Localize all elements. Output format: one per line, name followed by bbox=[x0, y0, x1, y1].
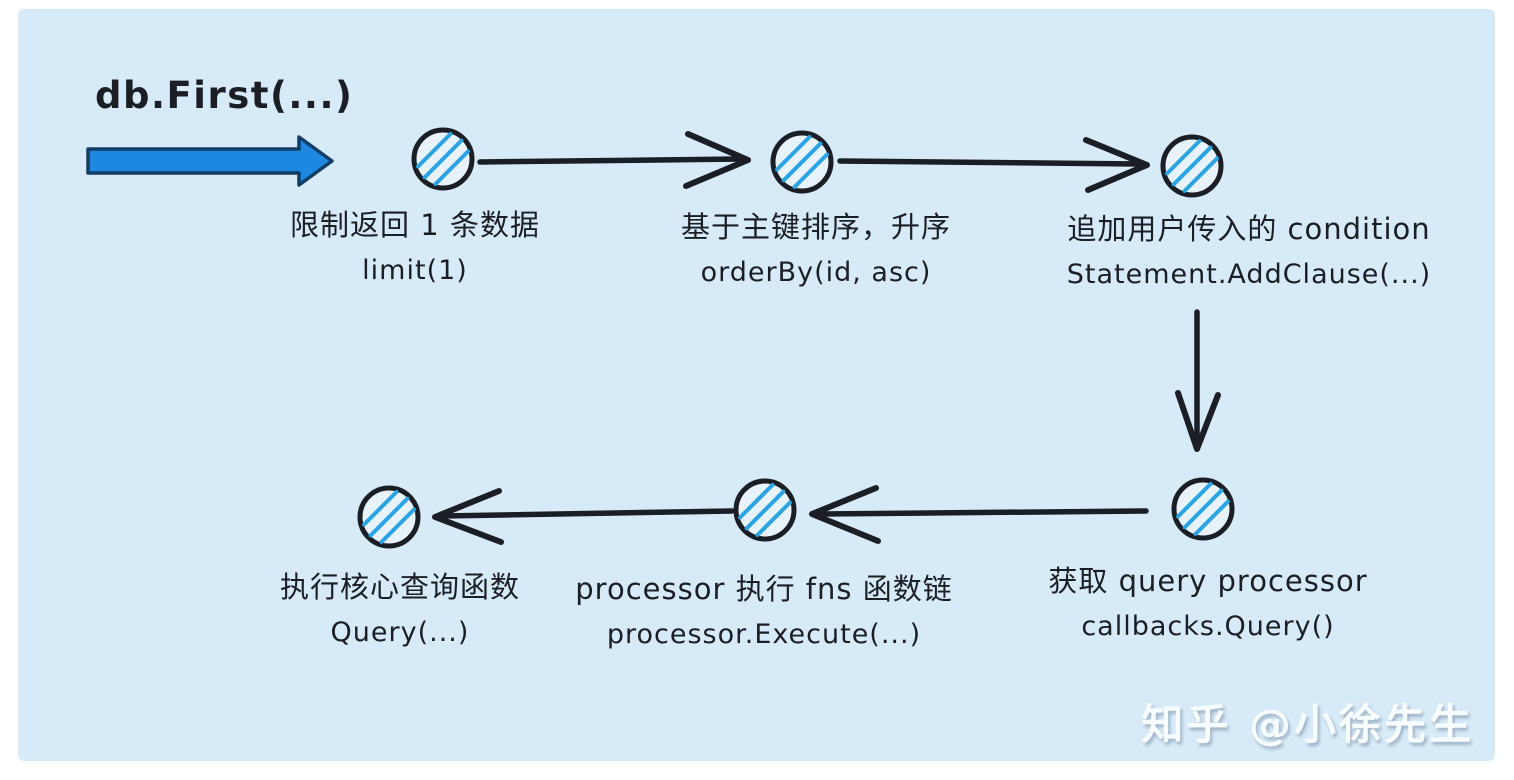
node-code-condition: Statement.AddClause(...) bbox=[1066, 259, 1432, 290]
node-code-limit: limit(1) bbox=[362, 255, 468, 286]
node-label-core-query: 执行核心查询函数 Query(...) bbox=[280, 571, 520, 648]
watermark: 知乎 @小徐先生 bbox=[1141, 700, 1474, 749]
node-desc-limit: 限制返回 1 条数据 bbox=[290, 208, 540, 242]
node-desc-core-query: 执行核心查询函数 bbox=[279, 570, 521, 604]
node-query-processor-icon bbox=[1171, 477, 1235, 541]
node-desc-query-processor: 获取 query processor bbox=[1048, 564, 1368, 598]
node-code-query-processor: callbacks.Query() bbox=[1081, 611, 1335, 642]
arrow-condition-to-processor-icon bbox=[1175, 309, 1221, 452]
node-label-orderby: 基于主键排序，升序 orderBy(id, asc) bbox=[681, 211, 951, 288]
entry-call-label: db.First(...) bbox=[95, 74, 354, 117]
entry-arrow-icon bbox=[86, 135, 334, 187]
node-label-execute: processor 执行 fns 函数链 processor.Execute(.… bbox=[575, 573, 952, 650]
arrow-orderby-to-condition-icon bbox=[837, 137, 1150, 193]
node-execute-icon bbox=[733, 478, 797, 542]
node-condition-icon bbox=[1160, 134, 1224, 198]
node-core-query-icon bbox=[357, 485, 421, 549]
node-label-limit: 限制返回 1 条数据 limit(1) bbox=[290, 209, 540, 286]
node-label-query-processor: 获取 query processor callbacks.Query() bbox=[1048, 565, 1367, 642]
node-code-core-query: Query(...) bbox=[330, 617, 470, 648]
arrow-limit-to-orderby-icon bbox=[477, 131, 751, 189]
diagram-board bbox=[18, 9, 1495, 761]
node-code-orderby: orderBy(id, asc) bbox=[700, 257, 932, 288]
node-desc-orderby: 基于主键排序，升序 bbox=[680, 210, 952, 244]
node-orderby-icon bbox=[770, 130, 834, 194]
arrow-processor-to-execute-icon bbox=[809, 485, 1149, 544]
node-desc-condition: 追加用户传入的 condition bbox=[1067, 212, 1431, 246]
arrow-execute-to-query-icon bbox=[432, 488, 735, 545]
node-desc-execute: processor 执行 fns 函数链 bbox=[575, 572, 953, 606]
node-code-execute: processor.Execute(...) bbox=[606, 619, 922, 650]
node-limit-icon bbox=[411, 127, 475, 191]
node-label-condition: 追加用户传入的 condition Statement.AddClause(..… bbox=[1067, 213, 1431, 290]
